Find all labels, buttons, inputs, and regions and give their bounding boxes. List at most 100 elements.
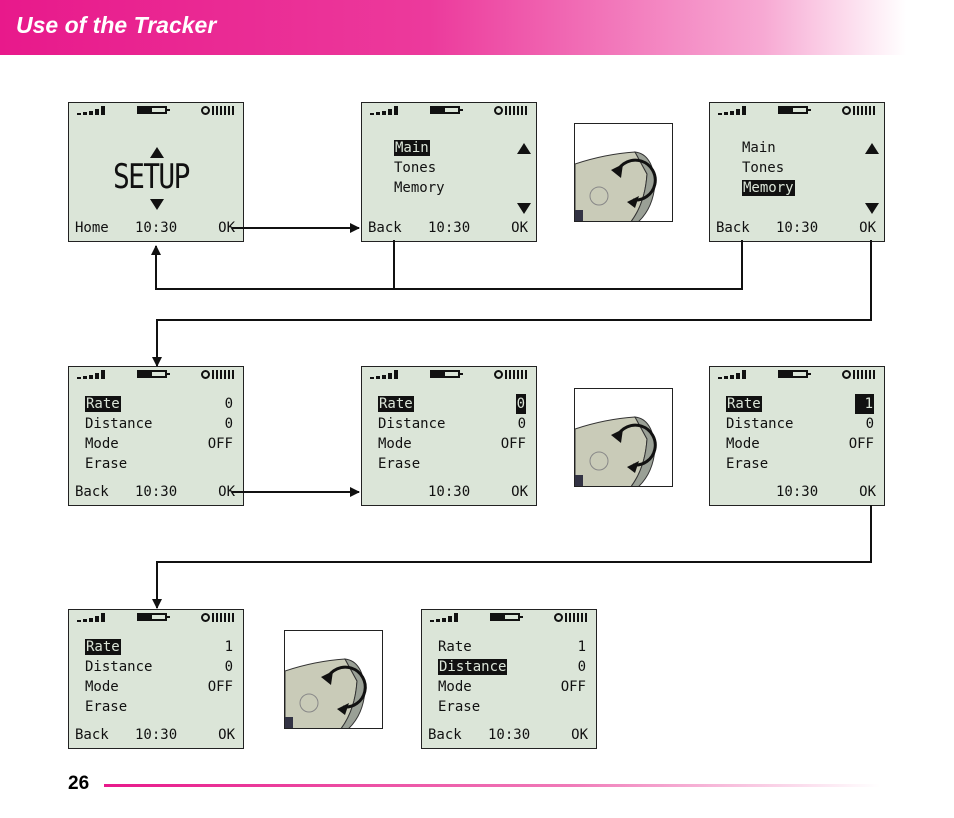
setting-mode-label[interactable]: Mode	[85, 436, 119, 452]
clock-time: 10:30	[135, 727, 178, 743]
setting-erase-label[interactable]: Erase	[85, 456, 128, 472]
gps-icon	[201, 613, 237, 622]
menu-item-memory[interactable]: Memory	[394, 180, 445, 196]
setting-distance-value: 0	[517, 416, 526, 432]
setting-mode-label[interactable]: Mode	[438, 679, 472, 695]
setting-distance-label[interactable]: Distance	[85, 416, 153, 432]
lcd-screen-menu-main: Main Tones Memory Back 10:30 OK	[361, 102, 537, 242]
back-softkey[interactable]: Back	[368, 220, 402, 236]
gps-icon	[842, 370, 878, 379]
menu-item-tones[interactable]: Tones	[742, 160, 785, 176]
setting-erase-label[interactable]: Erase	[726, 456, 769, 472]
up-arrow-icon	[865, 143, 879, 154]
status-bar	[710, 367, 884, 381]
gps-icon	[842, 106, 878, 115]
battery-icon	[137, 613, 170, 621]
battery-icon	[430, 106, 463, 114]
clock-time: 10:30	[488, 727, 531, 743]
setting-erase-label[interactable]: Erase	[378, 456, 421, 472]
clock-time: 10:30	[428, 484, 471, 500]
arrow-ok-to-confirmed	[152, 505, 872, 609]
signal-icon	[77, 613, 113, 622]
arrow-back2-to-setup	[394, 240, 743, 290]
lcd-screen-menu-memory: Main Tones Memory Back 10:30 OK	[709, 102, 885, 242]
battery-icon	[490, 613, 523, 621]
home-softkey[interactable]: Home	[75, 220, 109, 236]
lcd-screen-rate-changed: Rate 1 Distance 0 Mode OFF Erase 10:30 OK	[709, 366, 885, 506]
gps-icon	[554, 613, 590, 622]
rotate-knob-illustration	[284, 630, 383, 729]
setting-rate-label[interactable]: Rate	[726, 396, 762, 412]
menu-item-main[interactable]: Main	[742, 140, 776, 156]
signal-icon	[718, 106, 754, 115]
menu-item-memory[interactable]: Memory	[742, 180, 795, 196]
clock-time: 10:30	[776, 220, 819, 236]
lcd-screen-setup: SETUP Home 10:30 OK	[68, 102, 244, 242]
signal-icon	[370, 106, 406, 115]
setting-rate-label[interactable]: Rate	[438, 639, 472, 655]
setting-mode-label[interactable]: Mode	[85, 679, 119, 695]
rotate-knob-icon	[285, 658, 367, 728]
menu-item-main[interactable]: Main	[394, 140, 430, 156]
setting-rate-value: 1	[577, 639, 586, 655]
gps-icon	[201, 370, 237, 379]
setting-distance-label[interactable]: Distance	[85, 659, 153, 675]
setting-rate-value: 1	[224, 639, 233, 655]
ok-softkey[interactable]: OK	[859, 484, 876, 500]
ok-softkey[interactable]: OK	[218, 484, 235, 500]
ok-softkey[interactable]: OK	[511, 484, 528, 500]
signal-icon	[718, 370, 754, 379]
setting-rate-label[interactable]: Rate	[378, 396, 414, 412]
setting-mode-value: OFF	[848, 436, 874, 452]
setting-rate-label[interactable]: Rate	[85, 639, 121, 655]
footer-rule	[104, 784, 880, 787]
setting-erase-label[interactable]: Erase	[85, 699, 128, 715]
setting-distance-value: 0	[224, 659, 233, 675]
back-softkey[interactable]: Back	[428, 727, 462, 743]
battery-icon	[778, 106, 811, 114]
down-arrow-icon	[150, 199, 164, 210]
setting-distance-value: 0	[577, 659, 586, 675]
status-bar	[69, 103, 243, 117]
arrow-back-to-setup	[151, 240, 395, 290]
back-softkey[interactable]: Back	[75, 484, 109, 500]
setting-rate-value[interactable]: 0	[515, 394, 526, 414]
battery-icon	[778, 370, 811, 378]
clock-time: 10:30	[428, 220, 471, 236]
back-softkey[interactable]: Back	[75, 727, 109, 743]
signal-icon	[370, 370, 406, 379]
page-header: Use of the Tracker	[0, 0, 954, 55]
setting-mode-label[interactable]: Mode	[378, 436, 412, 452]
status-bar	[710, 103, 884, 117]
ok-softkey[interactable]: OK	[218, 727, 235, 743]
rotate-knob-illustration	[574, 123, 673, 222]
setting-rate-value[interactable]: 1	[854, 394, 874, 414]
back-softkey[interactable]: Back	[716, 220, 750, 236]
status-bar	[69, 610, 243, 624]
clock-time: 10:30	[776, 484, 819, 500]
clock-time: 10:30	[135, 220, 178, 236]
setting-erase-label[interactable]: Erase	[438, 699, 481, 715]
signal-icon	[430, 613, 466, 622]
status-bar	[69, 367, 243, 381]
setting-rate-label[interactable]: Rate	[85, 396, 121, 412]
ok-softkey[interactable]: OK	[859, 220, 876, 236]
setting-distance-value: 0	[865, 416, 874, 432]
setting-mode-value: OFF	[207, 436, 233, 452]
ok-softkey[interactable]: OK	[571, 727, 588, 743]
setting-distance-label[interactable]: Distance	[726, 416, 794, 432]
setting-distance-label[interactable]: Distance	[438, 659, 508, 675]
signal-icon	[77, 370, 113, 379]
rotate-knob-icon	[575, 151, 657, 221]
status-bar	[422, 610, 596, 624]
menu-item-tones[interactable]: Tones	[394, 160, 437, 176]
setting-distance-label[interactable]: Distance	[378, 416, 446, 432]
ok-softkey[interactable]: OK	[218, 220, 235, 236]
ok-softkey[interactable]: OK	[511, 220, 528, 236]
setting-rate-value: 0	[224, 396, 233, 412]
setting-mode-label[interactable]: Mode	[726, 436, 760, 452]
setup-label: SETUP	[113, 157, 190, 197]
